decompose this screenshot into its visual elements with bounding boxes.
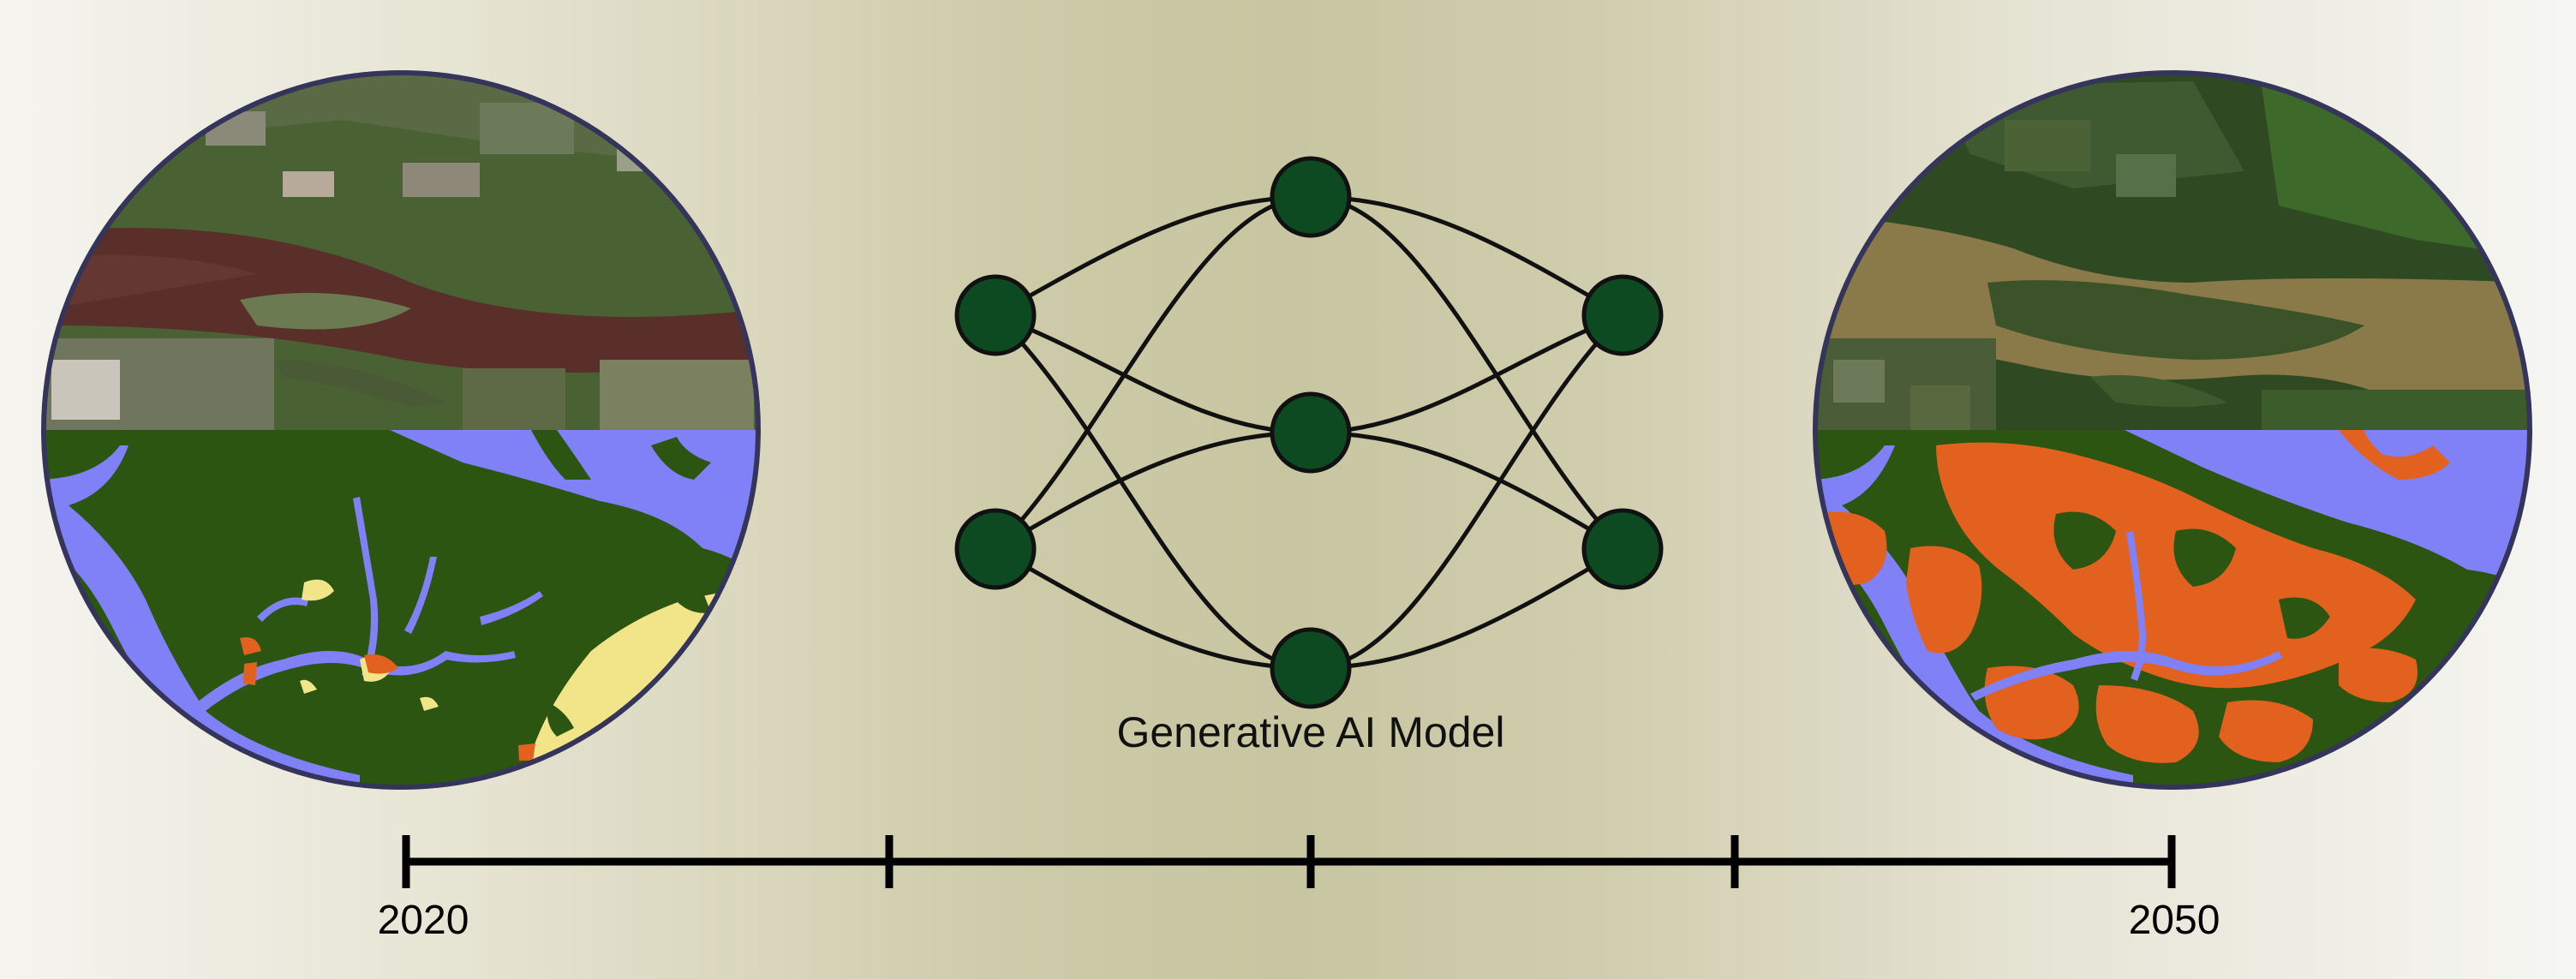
output-node-top <box>1581 274 1664 356</box>
neural-network-icon <box>954 156 1664 709</box>
timeline-start-year: 2020 <box>378 898 469 943</box>
edge <box>1310 430 1624 552</box>
edge <box>995 313 1312 435</box>
edge <box>1310 313 1624 671</box>
input-node-top <box>954 274 1037 356</box>
edge <box>994 313 1312 671</box>
edge <box>994 194 1312 318</box>
timeline-end-year: 2050 <box>2129 898 2220 943</box>
network-nodes <box>954 156 1664 709</box>
satellite-2020-map-icon <box>41 70 761 790</box>
edge <box>994 430 1312 552</box>
timeline <box>402 835 2176 888</box>
hidden-node-bottom <box>1270 627 1352 709</box>
edge <box>1310 313 1623 435</box>
input-node-bottom <box>954 508 1037 590</box>
model-label: Generative AI Model <box>1116 708 1504 756</box>
output-node-bottom <box>1581 508 1664 590</box>
hidden-node-top <box>1270 156 1352 238</box>
network-connections <box>994 194 1624 671</box>
edge <box>1310 194 1624 551</box>
edge <box>1310 194 1624 318</box>
edge <box>994 194 1312 551</box>
edge <box>1310 546 1624 671</box>
satellite-2050-map-icon <box>1813 70 2532 790</box>
hidden-node-middle <box>1270 391 1352 474</box>
edge <box>994 546 1312 671</box>
